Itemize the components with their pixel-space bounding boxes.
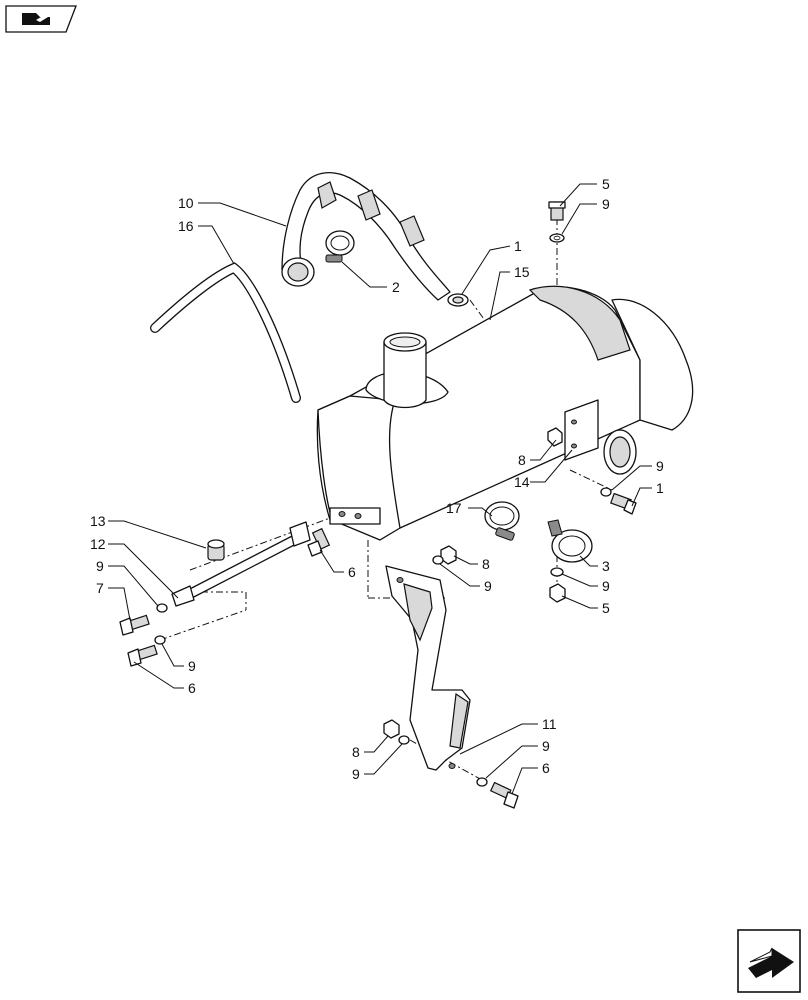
callout-16: 16 [178,218,194,234]
gasket-1 [447,293,469,307]
callout-6-left: 6 [188,680,196,696]
nut-5-lower [549,583,566,603]
nut-8-bracket [547,427,563,447]
callout-5-top: 5 [602,176,610,192]
exhaust-section-icon [22,13,50,25]
header-badge[interactable] [5,5,77,33]
callout-6-lower: 6 [542,760,550,776]
callout-13: 13 [90,513,106,529]
callout-9-middle: 9 [484,578,492,594]
callout-12: 12 [90,536,106,552]
washer-9-lower [550,567,564,577]
callout-8-lower: 8 [352,744,360,760]
nut-8-lower [383,719,400,739]
callout-9-left-lower: 9 [188,658,196,674]
next-page-arrow-icon [748,947,794,978]
callout-17: 17 [446,500,462,516]
washer-9-left-lower [154,635,166,645]
mounting-bracket-11 [385,565,471,771]
next-page-button[interactable] [737,929,801,993]
callout-14: 14 [514,474,530,490]
muffler-15 [316,285,694,541]
callout-5-lower: 5 [602,600,610,616]
callout-11: 11 [542,716,557,732]
leader-lines [108,183,652,795]
callout-1-top: 1 [514,238,522,254]
callout-9-lower: 9 [602,578,610,594]
callout-9-lower-right: 9 [542,738,550,754]
drain-tube-16 [150,262,301,403]
bolt-1-right [610,492,637,515]
hose-clamp-2 [325,230,355,263]
callout-9-top: 9 [602,196,610,212]
washer-9-left-upper [156,603,168,613]
callout-7: 7 [96,580,104,596]
bolt-7-left [119,614,150,636]
callout-3: 3 [602,558,610,574]
washer-9-top [549,233,565,243]
callout-1-right: 1 [656,480,664,496]
washer-9-right [600,487,612,497]
callout-10: 10 [178,195,194,211]
callout-2: 2 [392,279,400,295]
callout-6-middle: 6 [348,564,356,580]
bolt-6-left [127,644,158,667]
callout-9-left-upper: 9 [96,558,104,574]
callout-8-middle: 8 [482,556,490,572]
callout-8-bracket: 8 [518,452,526,468]
bolt-6-middle [307,527,331,557]
support-rod-12 [171,521,311,607]
callout-labels: 5 9 1 15 10 16 2 8 14 9 1 17 3 9 5 8 9 6… [90,176,664,782]
clamp-3 [547,519,593,563]
washer-9-middle [432,555,444,565]
callout-9-right: 9 [656,458,664,474]
clamp-17 [484,501,520,541]
callout-9-lower-left: 9 [352,766,360,782]
bolt-5-top [548,201,566,221]
washer-9-lower-right [476,777,488,787]
formed-pipe-10 [281,172,451,301]
bolt-6-lower [489,781,519,809]
callout-15: 15 [514,264,530,280]
spacer-13 [207,539,225,561]
washer-9-lower-left [398,735,410,745]
